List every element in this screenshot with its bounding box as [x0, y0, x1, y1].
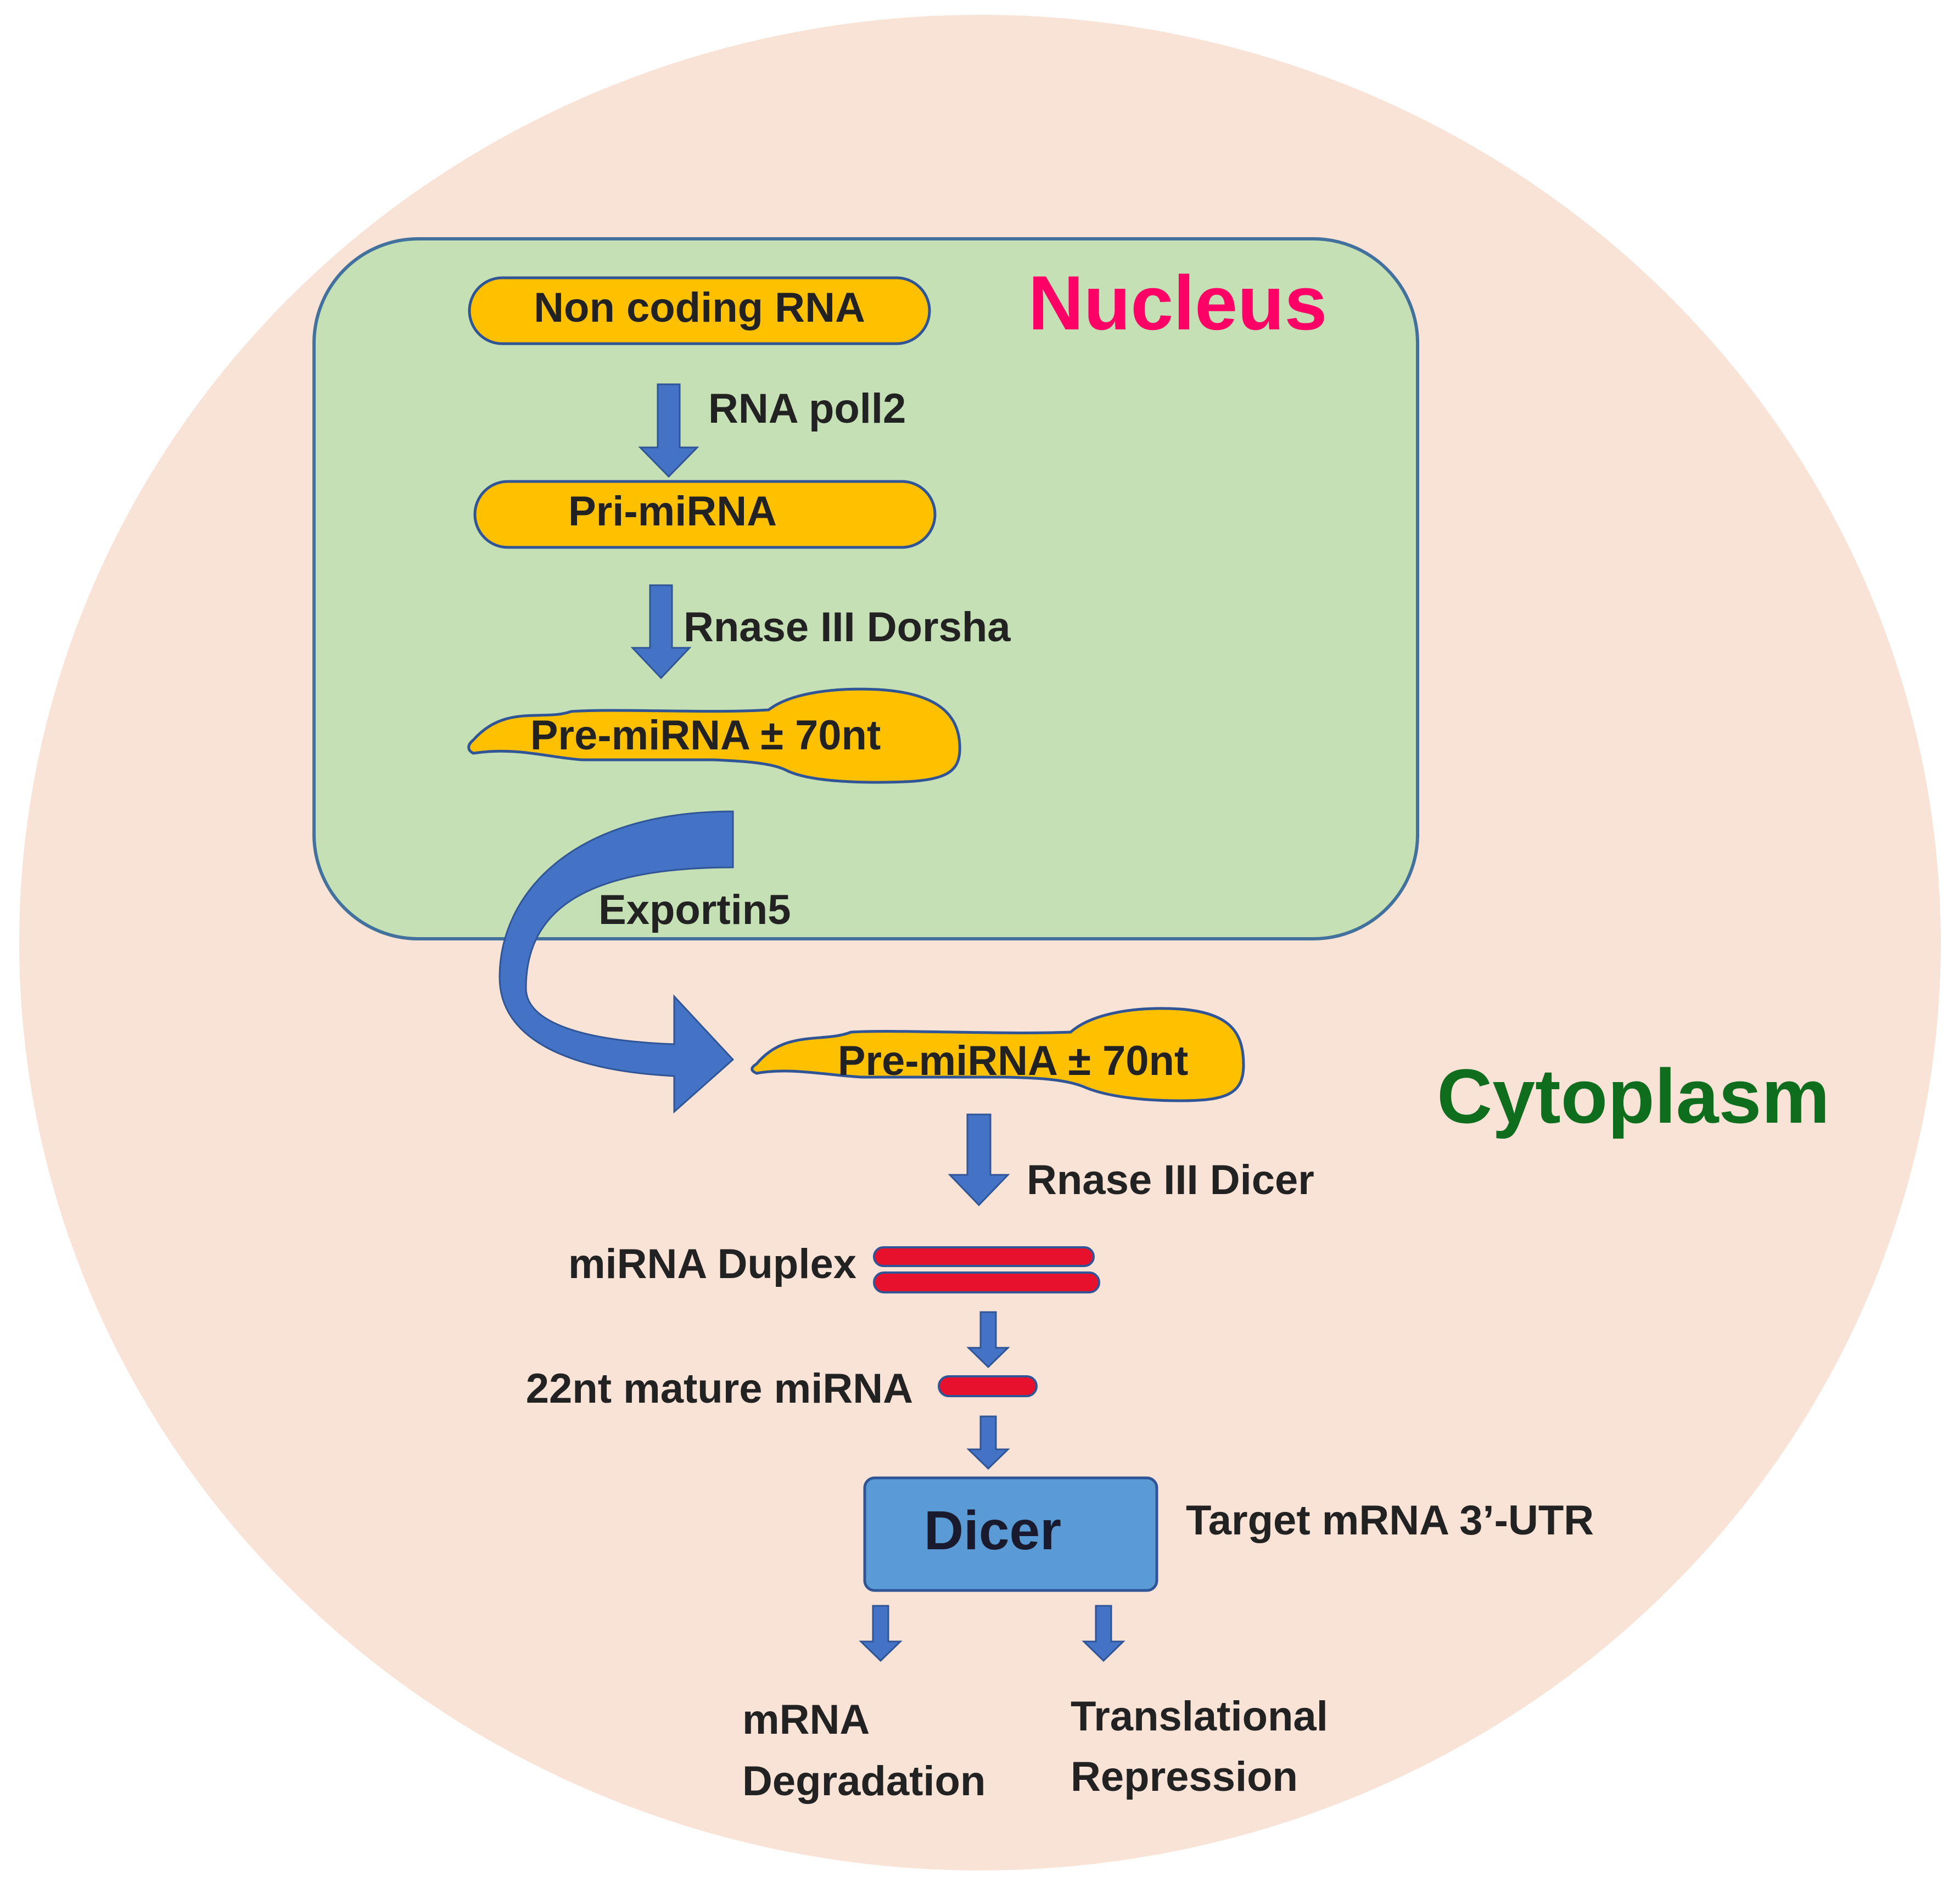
repression-label-line1: Translational — [1071, 1693, 1328, 1740]
mirna-duplex-label: miRNA Duplex — [568, 1241, 856, 1287]
exportin5-label: Exportin5 — [598, 887, 791, 933]
pre-mirna-nuclear-shape — [467, 687, 961, 784]
dicer-box — [863, 1476, 1158, 1592]
pri-mirna-shape — [473, 480, 937, 549]
nucleus-compartment — [312, 237, 1419, 940]
mature-to-dicer-arrow — [966, 1415, 1010, 1470]
drosha-arrow — [630, 584, 692, 680]
mature-mirna-label: 22nt mature miRNA — [526, 1365, 913, 1412]
dicer-cleavage-label: Rnase III Dicer — [1027, 1157, 1314, 1203]
dicer-box-label: Dicer — [924, 1500, 1061, 1561]
mirna-duplex-strand-top — [873, 1246, 1095, 1267]
drosha-label: Rnase III Dorsha — [684, 604, 1011, 651]
repression-arrow — [1082, 1605, 1125, 1662]
duplex-to-mature-arrow — [966, 1311, 1010, 1369]
dicer-cleavage-arrow — [948, 1113, 1010, 1207]
pri-mirna-label: Pri-miRNA — [568, 488, 777, 535]
target-mrna-label: Target mRNA 3’-UTR — [1186, 1497, 1594, 1544]
repression-label-line2: Repression — [1071, 1753, 1298, 1800]
degradation-label-line2: Degradation — [742, 1758, 985, 1805]
pre-mirna-cytoplasmic-label: Pre-miRNA ± 70nt — [838, 1038, 1189, 1084]
degradation-arrow — [859, 1605, 903, 1662]
degradation-label-line1: mRNA — [742, 1696, 870, 1743]
mature-mirna-shape — [938, 1375, 1038, 1397]
rna-pol2-label: RNA poll2 — [708, 385, 906, 432]
cytoplasm-label: Cytoplasm — [1437, 1053, 1830, 1139]
pre-mirna-cytoplasmic-shape — [751, 1007, 1245, 1102]
non-coding-rna-label: Non coding RNA — [534, 284, 865, 331]
pre-mirna-nuclear-label: Pre-miRNA ± 70nt — [530, 712, 881, 759]
exportin5-arrow — [499, 810, 735, 1114]
nucleus-label: Nucleus — [1028, 260, 1328, 346]
non-coding-rna-shape — [468, 276, 931, 345]
rna-pol2-arrow — [638, 383, 699, 478]
mirna-duplex-strand-bottom — [873, 1271, 1100, 1293]
